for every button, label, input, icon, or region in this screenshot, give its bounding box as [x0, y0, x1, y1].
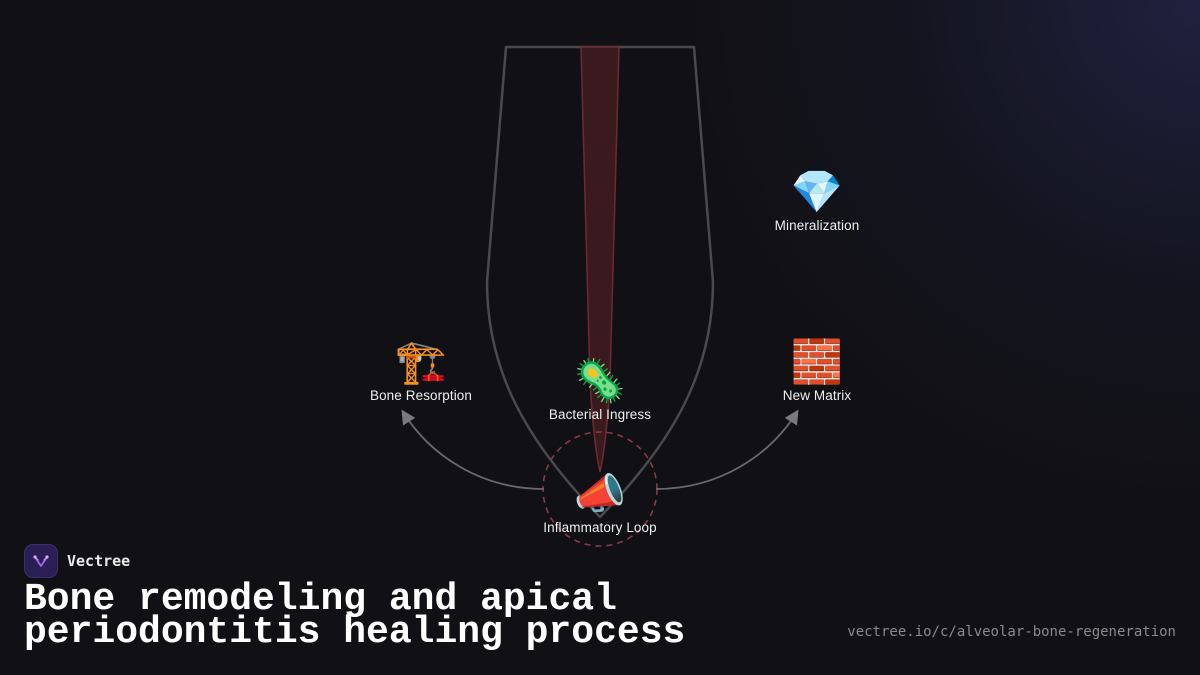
node-mineralization: 💎 Mineralization [775, 168, 860, 233]
arrow-to-new-matrix [655, 409, 799, 490]
node-bacterial-ingress: 🦠 Bacterial Ingress [549, 357, 651, 422]
node-label: New Matrix [782, 388, 852, 403]
gem-icon: 💎 [790, 168, 844, 215]
root-canal [580, 46, 620, 473]
brand-name: Vectree [67, 552, 131, 570]
node-bone-resorption: 🏗️ Bone Resorption [370, 338, 472, 403]
crane-icon: 🏗️ [394, 338, 448, 385]
page-title: Bone remodeling and apical periodontitis… [24, 578, 686, 654]
brand: Vectree [24, 544, 130, 578]
tooth-outline [485, 45, 715, 519]
node-inflammatory-loop: 📣 Inflammatory Loop [543, 470, 657, 535]
arrow-to-bone-resorption [401, 409, 545, 490]
node-new-matrix: 🧱 New Matrix [783, 338, 852, 403]
node-label: Mineralization [774, 218, 860, 233]
source-url[interactable]: vectree.io/c/alveolar-bone-regeneration [847, 624, 1176, 640]
node-label: Inflammatory Loop [543, 520, 657, 535]
vectree-logo-icon [24, 544, 58, 578]
node-label: Bone Resorption [369, 388, 473, 403]
node-label: Bacterial Ingress [548, 407, 652, 422]
bricks-icon: 🧱 [790, 338, 844, 385]
megaphone-icon: 📣 [573, 470, 627, 517]
microbe-icon: 🦠 [573, 357, 627, 404]
